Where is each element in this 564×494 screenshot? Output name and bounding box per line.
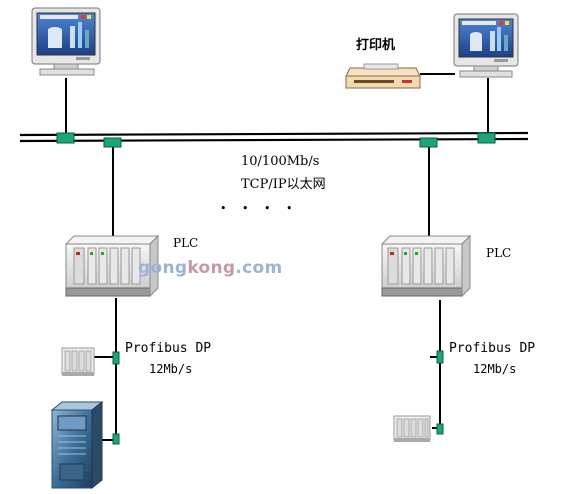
connector-dp-right-2: [436, 423, 444, 435]
connector-plc-left: [103, 137, 122, 148]
connector-dp-left-1: [112, 351, 120, 365]
plc-rack-icon: [380, 234, 472, 298]
fieldbus-right-speed: 12Mb/s: [473, 362, 517, 376]
connector-dp-left-2: [112, 433, 120, 445]
connector-dp-right-1: [436, 350, 444, 364]
more-nodes-ellipsis: • • • •: [220, 202, 299, 215]
ethernet-speed-label: 10/100Mb/s: [241, 154, 320, 169]
fieldbus-left-label: Profibus DP: [125, 341, 212, 356]
drive-cabinet-icon: [50, 400, 104, 490]
fieldbus-left-speed: 12Mb/s: [149, 362, 193, 376]
ethernet-bus: [19, 131, 529, 143]
connector-ws-left: [56, 132, 75, 144]
monitor-workstation-icon: [453, 13, 519, 78]
plc-right-label: PLC: [486, 246, 512, 260]
connector-ws-right: [477, 132, 496, 144]
plc-left-label: PLC: [173, 236, 199, 250]
bus-connectors: [56, 132, 496, 445]
printer-label: 打印机: [356, 38, 396, 53]
plc-rack-icon: [64, 234, 160, 298]
fieldbus-right-label: Profibus DP: [449, 341, 536, 356]
watermark: gongkong.com: [138, 258, 283, 278]
printer-icon: [345, 63, 421, 89]
connector-plc-right: [419, 137, 438, 148]
remote-io-icon: [393, 415, 431, 442]
drop-lines: [65, 73, 489, 441]
monitor-workstation-icon: [31, 7, 101, 76]
ethernet-protocol-label: TCP/IP以太网: [241, 177, 326, 192]
remote-io-icon: [61, 347, 95, 376]
